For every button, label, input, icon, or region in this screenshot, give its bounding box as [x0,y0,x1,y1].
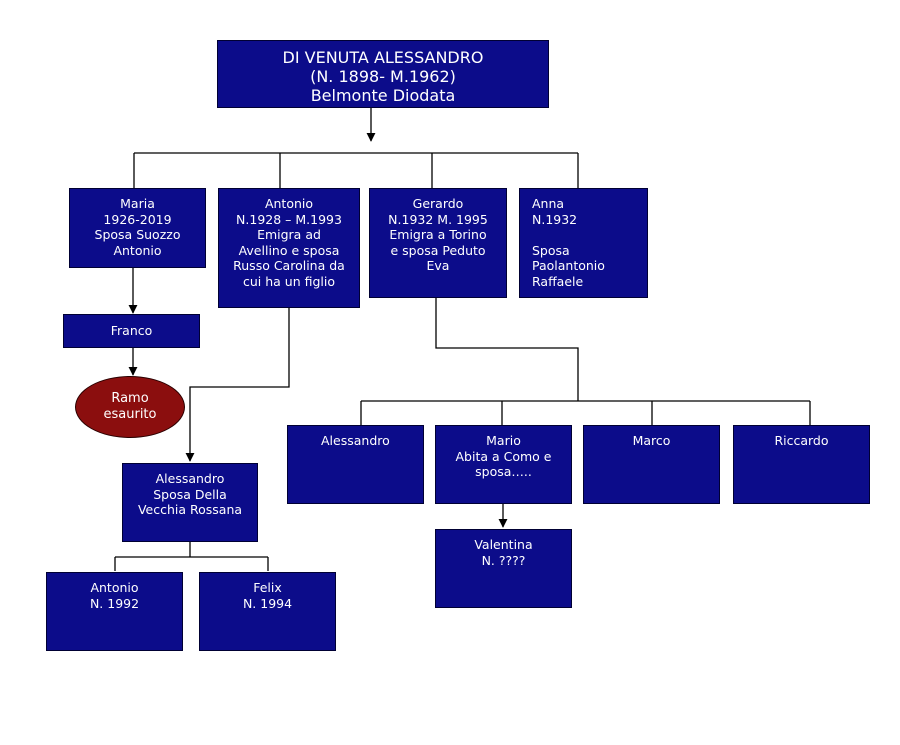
gerardo-children-connector [435,298,579,401]
gerardo-child-marco-box: Marco [583,425,720,504]
antonio-jr-box: Antonio N. 1992 [46,572,183,651]
valentina-box: Valentina N. ???? [435,529,572,608]
child-maria-box: Maria 1926-2019 Sposa Suozzo Antonio [69,188,206,268]
felix-box: Felix N. 1994 [199,572,336,651]
ramo-esaurito-oval: Ramo esaurito [75,376,185,438]
antonio-alessandro-arrow [185,308,290,462]
alessandro-jr-box: Alessandro Sposa Della Vecchia Rossana [122,463,258,542]
gerardo-child-mario-box: Mario Abita a Como e sposa….. [435,425,572,504]
child-anna-box: Anna N.1932 Sposa Paolantonio Raffaele [519,188,648,298]
gerardo-child-riccardo-box: Riccardo [733,425,870,504]
root-person-box: DI VENUTA ALESSANDRO (N. 1898- M.1962) B… [217,40,549,108]
franco-box: Franco [63,314,200,348]
child-gerardo-box: Gerardo N.1932 M. 1995 Emigra a Torino e… [369,188,507,298]
child-antonio-box: Antonio N.1928 – M.1993 Emigra ad Avelli… [218,188,360,308]
gerardo-child-alessandro-box: Alessandro [287,425,424,504]
